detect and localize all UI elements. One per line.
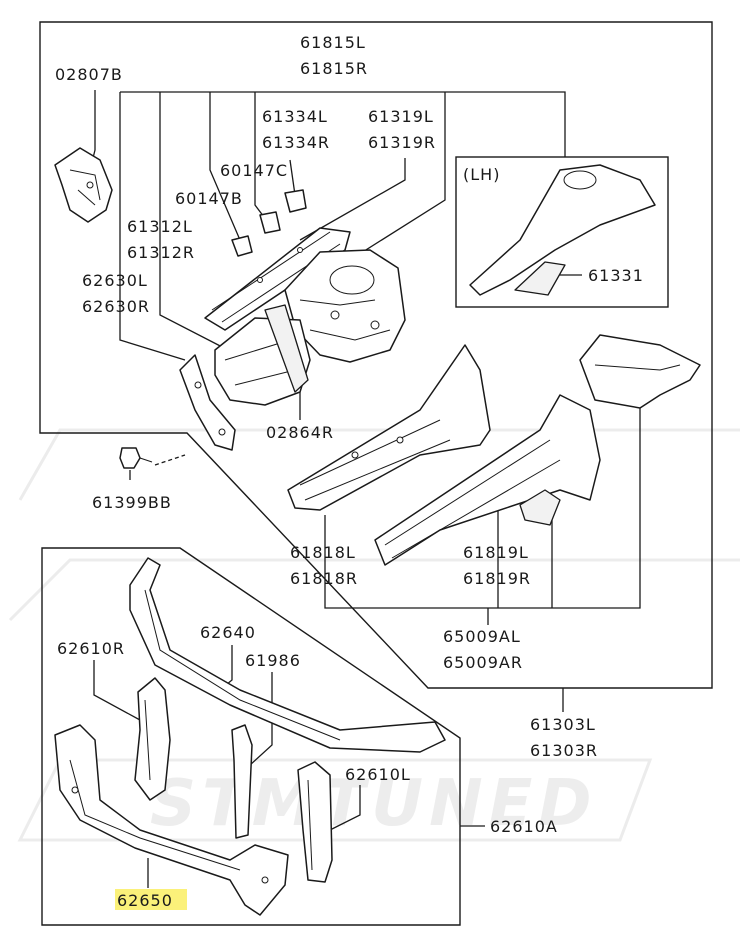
part-60147-clips bbox=[231, 189, 307, 257]
part-02807B-bracket bbox=[54, 147, 113, 223]
inset-lh-box bbox=[455, 156, 669, 308]
label-60147C: 60147C bbox=[220, 161, 288, 180]
label-61331: 61331 bbox=[588, 266, 644, 285]
label-61303R: 61303R bbox=[530, 741, 598, 760]
part-61319-strut-tower bbox=[284, 249, 406, 363]
label-02807B: 02807B bbox=[55, 65, 123, 84]
part-62610L-side-panel bbox=[297, 761, 333, 883]
label-61818L: 61818L bbox=[290, 543, 356, 562]
part-61819-side-member bbox=[374, 394, 601, 566]
label-61312L: 61312L bbox=[127, 217, 193, 236]
label-61312R: 61312R bbox=[127, 243, 195, 262]
label-62630L: 62630L bbox=[82, 271, 148, 290]
label-61334R: 61334R bbox=[262, 133, 330, 152]
watermark: STMTUNED bbox=[8, 428, 740, 842]
label-61815L: 61815L bbox=[300, 33, 366, 52]
label-61815R: 61815R bbox=[300, 59, 368, 78]
part-61331-inset-bracket bbox=[469, 164, 656, 296]
label-61986: 61986 bbox=[245, 651, 301, 670]
label-62630R: 62630R bbox=[82, 297, 150, 316]
label-61399BB: 61399BB bbox=[92, 493, 172, 512]
label-61819L: 61819L bbox=[463, 543, 529, 562]
part-61399BB-bolt bbox=[119, 447, 153, 469]
inset-lh-label: (LH) bbox=[463, 165, 500, 184]
label-62610L: 62610L bbox=[345, 765, 411, 784]
label-62640: 62640 bbox=[200, 623, 256, 642]
part-61986-stay bbox=[231, 724, 253, 839]
label-61303L: 61303L bbox=[530, 715, 596, 734]
label-62650: 62650 bbox=[117, 891, 173, 910]
highlight-62650 bbox=[115, 889, 187, 910]
part-65009-bracket bbox=[579, 334, 701, 409]
label-62610A: 62610A bbox=[490, 817, 558, 836]
part-labels: 61815L 61815R 02807B 61334L 61334R 61319… bbox=[55, 33, 644, 910]
watermark-text: STMTUNED bbox=[150, 767, 597, 841]
label-65009AR: 65009AR bbox=[443, 653, 523, 672]
label-62610R: 62610R bbox=[57, 639, 125, 658]
label-61319R: 61319R bbox=[368, 133, 436, 152]
label-65009AL: 65009AL bbox=[443, 627, 521, 646]
part-62640-upper-support bbox=[129, 557, 446, 753]
label-60147B: 60147B bbox=[175, 189, 243, 208]
part-62630-apron bbox=[214, 304, 311, 406]
upper-frame-outline bbox=[39, 21, 713, 689]
label-61319L: 61319L bbox=[368, 107, 434, 126]
part-62630-bracket bbox=[179, 354, 236, 451]
part-62650-lower-support bbox=[54, 724, 289, 916]
leader-lines bbox=[89, 90, 641, 888]
label-02864R: 02864R bbox=[266, 423, 334, 442]
lower-frame-outline bbox=[41, 547, 461, 926]
part-61818-side-member bbox=[287, 344, 491, 511]
label-61819R: 61819R bbox=[463, 569, 531, 588]
label-61818R: 61818R bbox=[290, 569, 358, 588]
label-61334L: 61334L bbox=[262, 107, 328, 126]
part-62610R-side-panel bbox=[134, 677, 171, 801]
